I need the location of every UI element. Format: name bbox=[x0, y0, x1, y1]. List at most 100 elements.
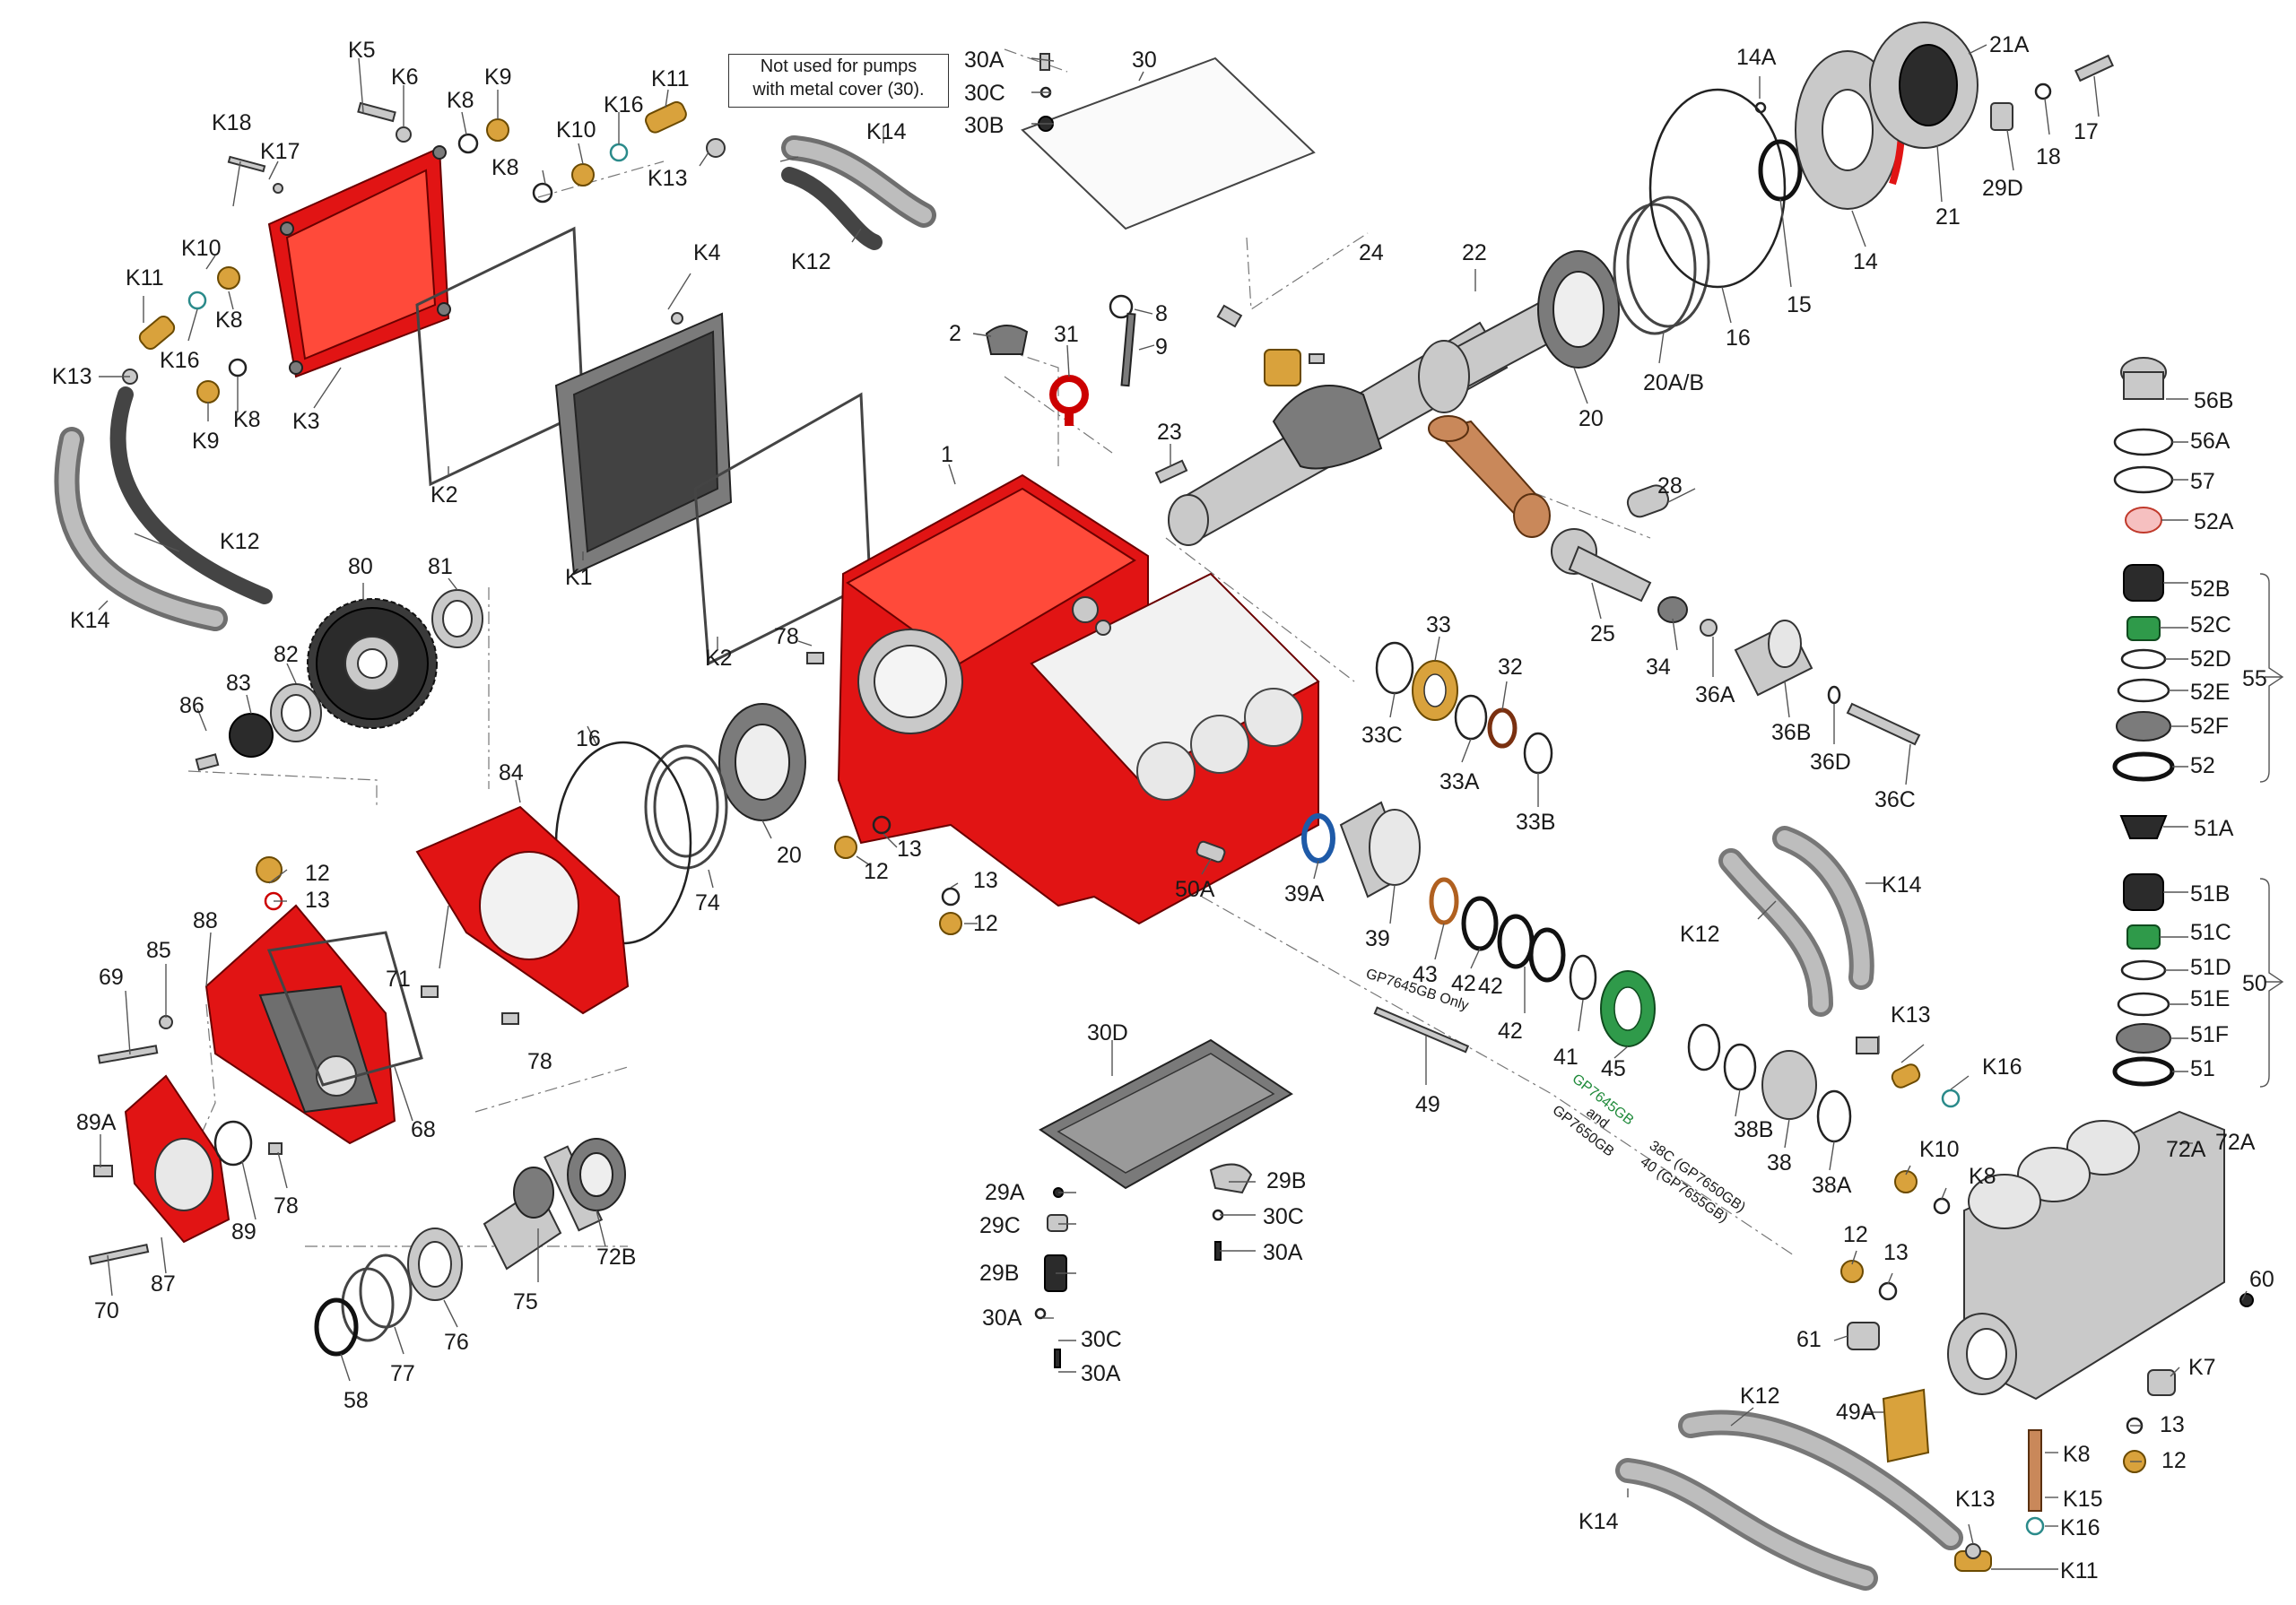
label-K8-e: K8 bbox=[1969, 1164, 1996, 1189]
label-42-c: 42 bbox=[1498, 1019, 1523, 1044]
label-51: 50 bbox=[2242, 971, 2267, 996]
label-69: 88 bbox=[193, 908, 218, 933]
label-K18: K18 bbox=[212, 110, 251, 135]
cover-plate-k1 bbox=[554, 312, 733, 576]
label-77: 58 bbox=[344, 1388, 369, 1413]
label-29A: 29A bbox=[985, 1180, 1025, 1205]
label-52C: 52D bbox=[2190, 646, 2231, 672]
label-29B-a: 29B bbox=[1266, 1168, 1306, 1193]
label-21: 21 bbox=[1935, 204, 1961, 230]
label-K9-a: K9 bbox=[484, 65, 512, 90]
label-74: 72B bbox=[596, 1245, 636, 1270]
label-13-a: 13 bbox=[897, 837, 922, 862]
label-41: 41 bbox=[1553, 1045, 1578, 1070]
label-K2-a: K2 bbox=[430, 482, 458, 508]
label-43: 43 bbox=[1413, 962, 1438, 987]
label-56A: 57 bbox=[2190, 469, 2215, 494]
label-30D: 30D bbox=[1087, 1020, 1128, 1045]
manifold-50 bbox=[1947, 1110, 2254, 1401]
label-30A-c: 30A bbox=[1081, 1361, 1121, 1386]
label-82: 83 bbox=[226, 671, 251, 696]
label-89: 87 bbox=[151, 1271, 176, 1297]
label-51B: 51C bbox=[2190, 920, 2231, 945]
label-52B: 52C bbox=[2190, 612, 2231, 638]
label-30B: 30B bbox=[964, 113, 1004, 138]
label-23: 23 bbox=[1157, 420, 1182, 445]
label-38B: 38B bbox=[1734, 1117, 1773, 1142]
label-39A: 39A bbox=[1284, 881, 1325, 907]
label-12-b: 12 bbox=[305, 861, 330, 886]
label-8: 8 bbox=[1155, 301, 1168, 326]
label-25: 25 bbox=[1590, 621, 1615, 646]
left-small-parts bbox=[88, 652, 824, 1265]
label-20-a: 20 bbox=[1578, 406, 1604, 431]
cover-30d bbox=[1034, 1038, 1293, 1368]
label-52E: 52F bbox=[2190, 714, 2229, 739]
label-K17: K17 bbox=[260, 139, 300, 164]
label-52F: 52 bbox=[2190, 753, 2215, 778]
label-K13-c: K13 bbox=[1891, 1002, 1930, 1028]
bearing-81 bbox=[270, 683, 322, 742]
label-12-a: 12 bbox=[864, 859, 889, 884]
label-39: 39 bbox=[1365, 926, 1390, 951]
label-33: 33 bbox=[1426, 612, 1451, 638]
bearing-75 bbox=[407, 1228, 463, 1301]
label-16-a: 16 bbox=[1726, 325, 1751, 351]
hoses-left bbox=[54, 135, 936, 631]
bearing-20-right bbox=[1537, 250, 1620, 369]
label-K8-a: K8 bbox=[447, 88, 474, 113]
label-K3: K3 bbox=[292, 409, 320, 434]
flange-21a bbox=[1869, 22, 1979, 149]
label-18: 18 bbox=[2036, 144, 2061, 169]
label-53: 60 bbox=[2249, 1267, 2274, 1292]
label-71: 74 bbox=[695, 890, 720, 915]
label-13-b: 13 bbox=[305, 888, 330, 913]
label-89A: 89 bbox=[231, 1219, 257, 1245]
label-20AB: 20A/B bbox=[1643, 370, 1704, 395]
label-42-a: 42 bbox=[1451, 971, 1476, 996]
label-K1: K1 bbox=[565, 565, 593, 590]
rings-20ab bbox=[1613, 195, 1710, 335]
label-36C: 36C bbox=[1874, 787, 1916, 812]
bolt-83 bbox=[195, 753, 220, 771]
gear-cover-69 bbox=[204, 904, 396, 1145]
label-33C: 33C bbox=[1361, 723, 1403, 748]
label-28: 28 bbox=[1657, 473, 1683, 499]
packing-stack bbox=[1196, 801, 1852, 1143]
label-K12-a: K12 bbox=[791, 249, 831, 274]
hoses-right-mid bbox=[1718, 826, 1961, 1215]
label-78-a: 78 bbox=[774, 624, 799, 649]
label-38A: 38A bbox=[1812, 1173, 1852, 1198]
oring-16-right bbox=[1648, 88, 1787, 289]
washer-82 bbox=[229, 713, 274, 758]
label-K14-d: K14 bbox=[1578, 1509, 1619, 1534]
label-36D: 36D bbox=[1810, 750, 1851, 775]
label-83: 86 bbox=[179, 693, 204, 718]
label-K12-b: K12 bbox=[220, 529, 259, 554]
label-50A: 50A bbox=[1175, 877, 1215, 902]
label-K10-b: K10 bbox=[181, 236, 221, 261]
label-K14-b: K14 bbox=[70, 608, 110, 633]
label-21A: 21A bbox=[1989, 32, 2030, 57]
manifold-plugs bbox=[1840, 1260, 2176, 1572]
label-58: 56B bbox=[2194, 388, 2233, 413]
label-86: 85 bbox=[146, 938, 171, 963]
label-30C-b: 30C bbox=[1081, 1327, 1122, 1352]
label-31: 31 bbox=[1054, 322, 1079, 347]
label-57: 52A bbox=[2194, 509, 2234, 534]
seal-77 bbox=[314, 1297, 359, 1357]
label-30A-b: 30A bbox=[982, 1306, 1022, 1331]
label-87: 70 bbox=[94, 1298, 119, 1323]
label-30: 30 bbox=[1132, 48, 1157, 73]
label-72B: 75 bbox=[513, 1289, 538, 1314]
label-22: 22 bbox=[1462, 240, 1487, 265]
label-K8-c: K8 bbox=[215, 308, 243, 333]
label-13-d: 13 bbox=[1883, 1240, 1909, 1265]
label-K11-a: K11 bbox=[651, 66, 690, 91]
label-K6: K6 bbox=[391, 65, 419, 90]
label-K10-a: K10 bbox=[556, 117, 596, 143]
label-29C: 29C bbox=[979, 1213, 1021, 1238]
label-20-c: 20 bbox=[777, 843, 802, 868]
label-60: 61 bbox=[1796, 1327, 1822, 1352]
label-K13-b: K13 bbox=[52, 364, 91, 389]
